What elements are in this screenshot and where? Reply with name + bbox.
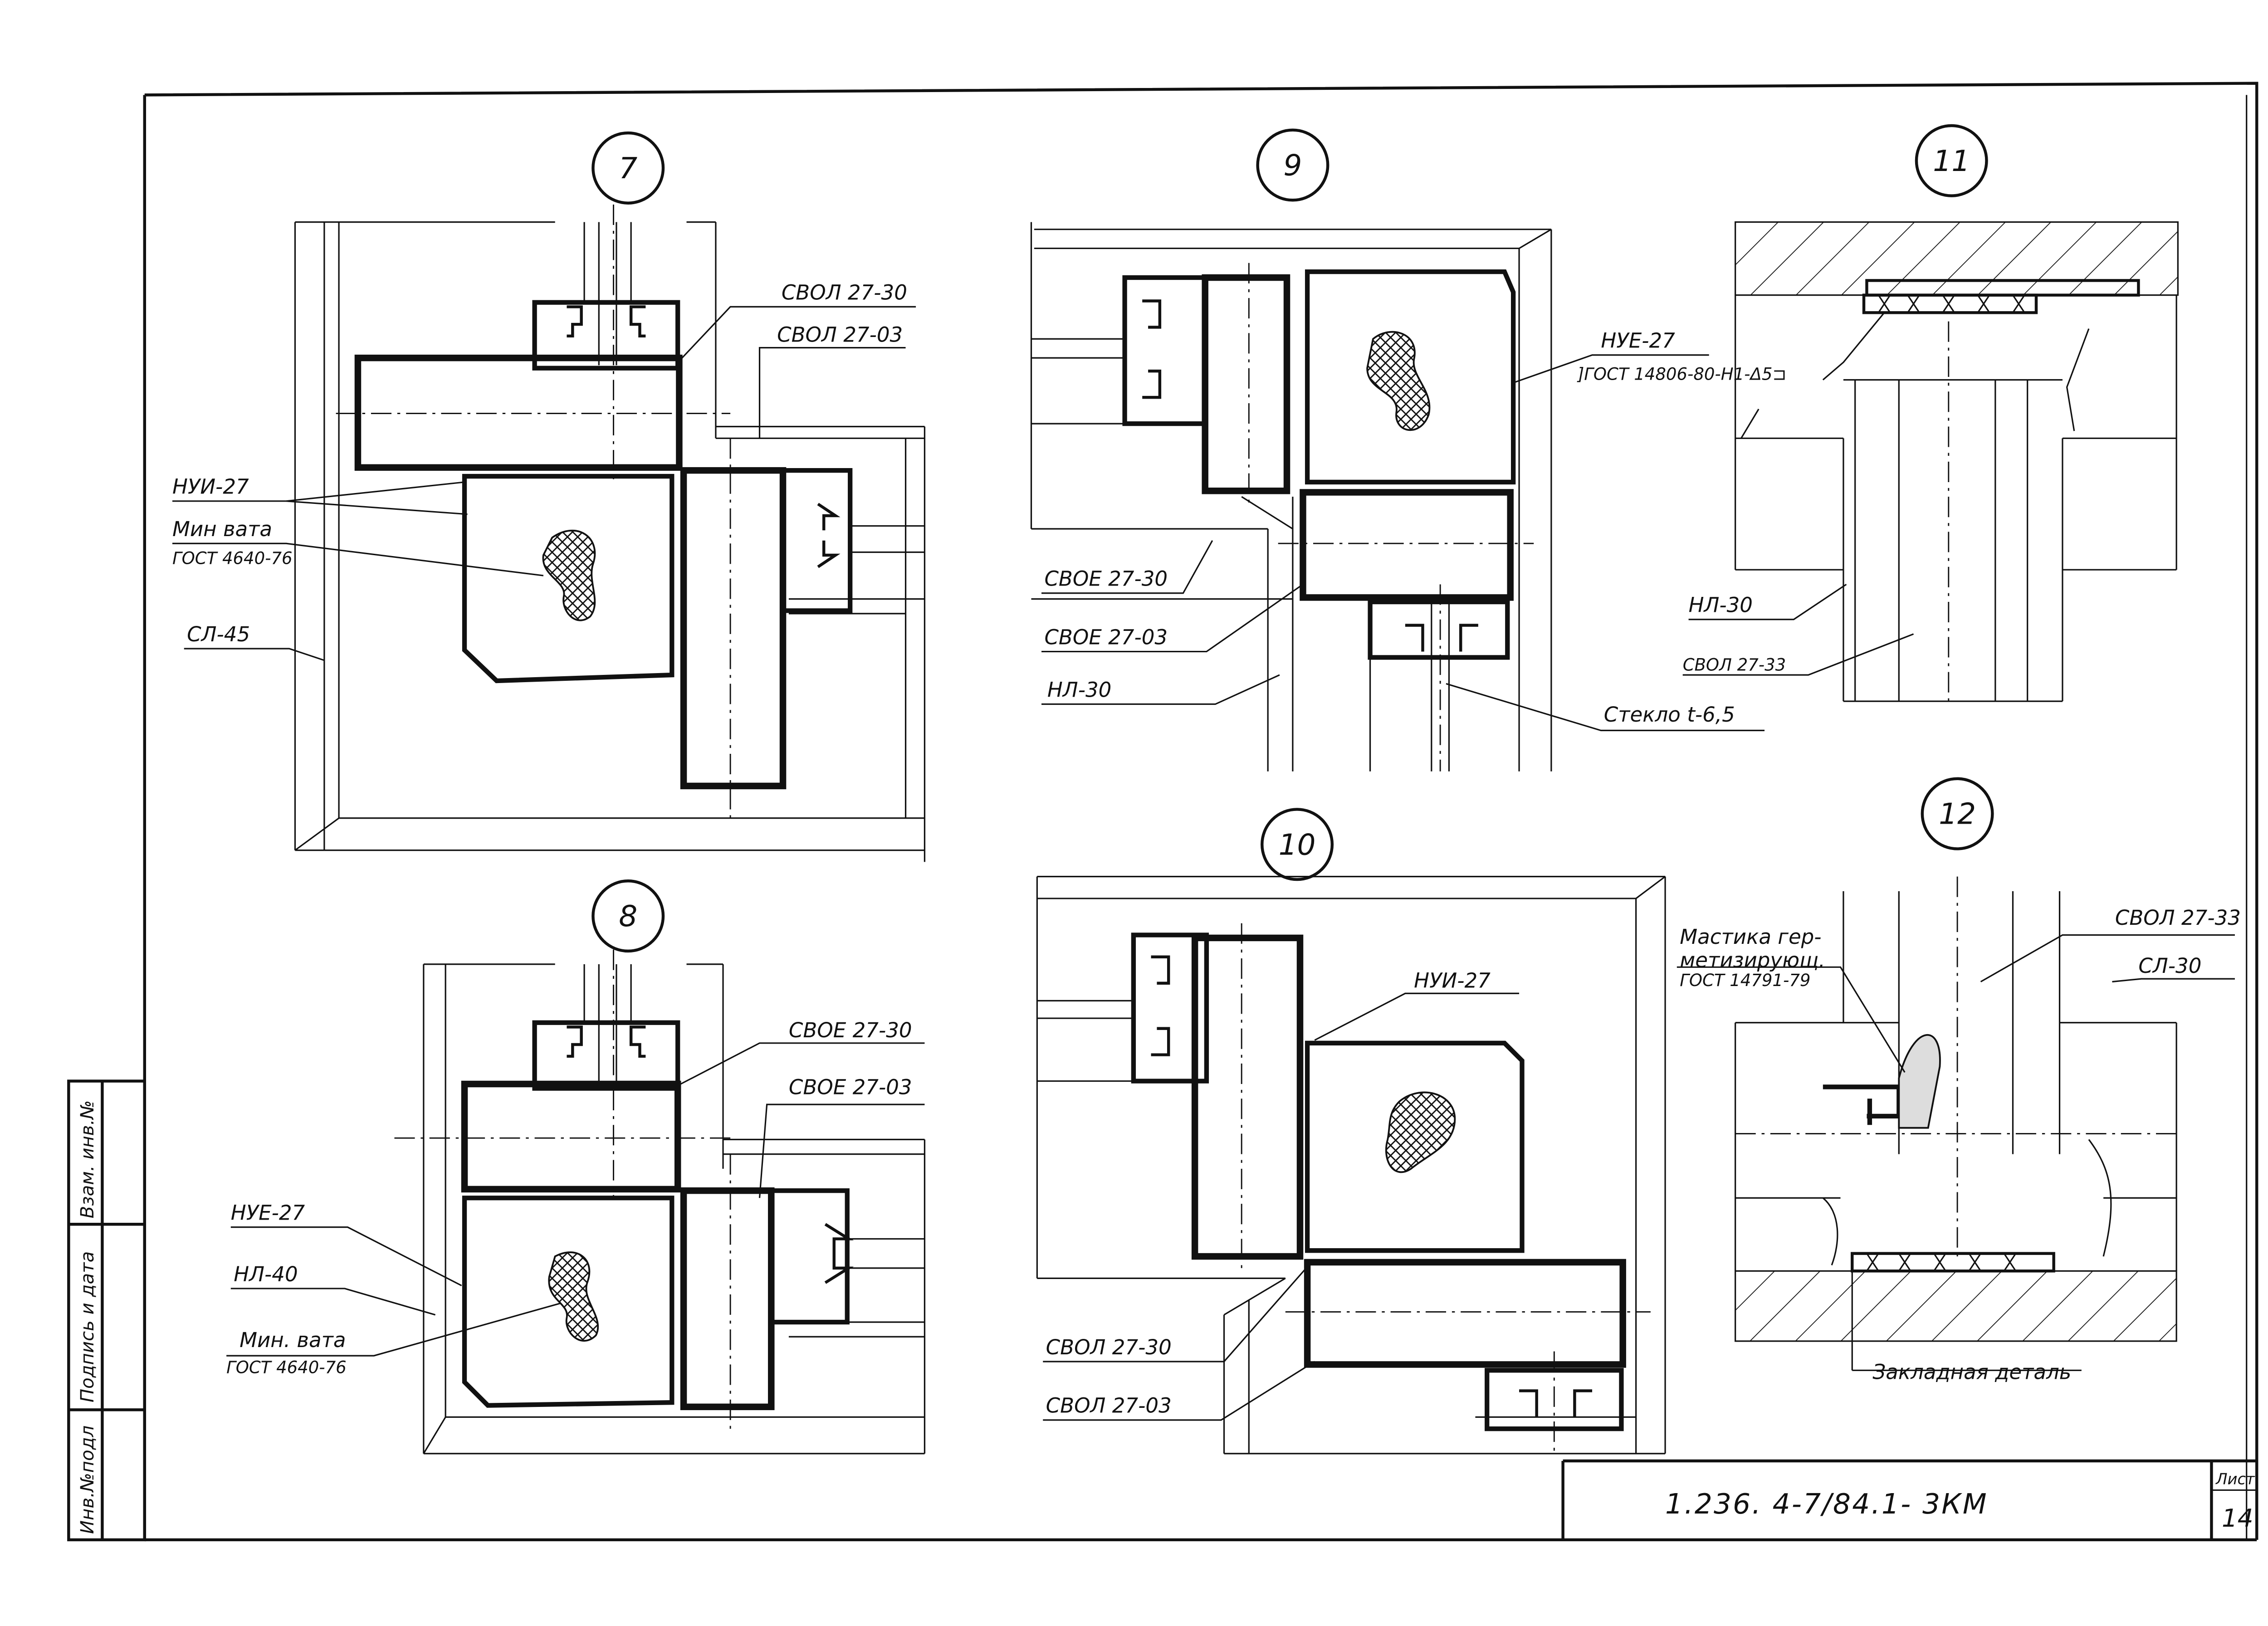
detail-8: 8 xyxy=(226,879,926,1455)
d8-label-gost-4640: ГОСТ 4640-76 xyxy=(226,1358,347,1377)
detail-9-number: 9 xyxy=(1283,149,1302,183)
d7-label-nui-27: НУИ-27 xyxy=(172,475,249,499)
detail-9-post xyxy=(1202,274,1290,494)
stamp-replaced-inv: Взам. инв.№ xyxy=(77,1100,98,1219)
detail-11: 11 ]ГОСТ 14806-80-Н1-Δ5⊐ НЛ-30 xyxy=(1577,124,2179,702)
detail-10-number: 10 xyxy=(1279,828,1316,862)
d10-label-svol-27-30: СВОЛ 27-30 xyxy=(1046,1335,1172,1359)
detail-9-glazing-left xyxy=(1031,275,1207,426)
detail-10-glazing-bottom xyxy=(1485,1351,1624,1454)
d12-label-mastic-1: Мастика гер- xyxy=(1680,925,1821,949)
detail-8-glazing-side xyxy=(769,1188,925,1325)
detail-10-glazing-left xyxy=(1037,933,1209,1084)
detail-8-glazing-top xyxy=(532,964,680,1091)
d12-label-embedded: Закладная деталь xyxy=(1872,1360,2071,1384)
detail-8-marker xyxy=(591,879,665,953)
sheet-label: Лист xyxy=(2215,1470,2255,1488)
d9-label-nue-27: НУЕ-27 xyxy=(1601,329,1675,353)
d7-label-gost-4640: ГОСТ 4640-76 xyxy=(172,548,293,568)
detail-8-jamb xyxy=(423,963,926,1455)
detail-9-insulated-profile xyxy=(1305,269,1516,485)
d11-label-nl-30: НЛ-30 xyxy=(1689,593,1753,617)
detail-7-rail xyxy=(354,354,683,471)
d12-label-mastic-2: метизирующ. xyxy=(1680,948,1825,972)
detail-10-insulated-profile xyxy=(1305,1040,1525,1253)
d7-label-svol-27-03: СВОЛ 27-03 xyxy=(777,323,903,347)
detail-7-insulated-profile xyxy=(462,474,675,684)
detail-9-rail xyxy=(1300,489,1514,601)
d8-label-nue-27: НУЕ-27 xyxy=(231,1201,305,1225)
detail-7: 7 xyxy=(172,131,926,862)
d9-label-glass: Стекло t-6,5 xyxy=(1604,703,1735,727)
detail-9-glazing-bottom xyxy=(1368,584,1510,771)
detail-10-marker xyxy=(1261,808,1334,881)
side-stamp: Взам. инв.№ Подпись и дата Инв.№подл xyxy=(67,1079,147,1542)
d10-label-nui-27: НУИ-27 xyxy=(1414,968,1491,992)
detail-10-rail xyxy=(1304,1259,1626,1368)
detail-12-structure xyxy=(1735,876,2177,1273)
detail-11-concrete xyxy=(1735,221,2179,296)
d8-label-svoe-27-30: СВОЕ 27-30 xyxy=(789,1018,912,1042)
detail-7-glazing-top xyxy=(532,222,680,371)
detail-7-number: 7 xyxy=(619,151,637,186)
d11-label-gost-14806: ]ГОСТ 14806-80-Н1-Δ5⊐ xyxy=(1577,364,1787,384)
detail-7-post xyxy=(680,467,787,790)
detail-12-number: 12 xyxy=(1939,797,1976,831)
detail-8-post xyxy=(680,1187,775,1411)
d7-label-min-vata: Мин вата xyxy=(172,517,272,541)
d9-label-nl-30: НЛ-30 xyxy=(1047,678,1111,702)
detail-8-min-wool xyxy=(548,1251,599,1342)
detail-9: 9 xyxy=(1030,128,1765,771)
d8-label-nl-40: НЛ-40 xyxy=(234,1262,298,1286)
detail-7-glazing-side xyxy=(780,468,925,613)
detail-10-min-wool xyxy=(1385,1091,1456,1173)
detail-11-marker xyxy=(1915,124,1988,197)
d10-label-svol-27-03: СВОЛ 27-03 xyxy=(1046,1394,1172,1418)
d12-label-sl-30: СЛ-30 xyxy=(2138,954,2201,978)
detail-10: 10 xyxy=(1036,808,1666,1455)
detail-8-number: 8 xyxy=(619,899,637,933)
stamp-signature-date: Подпись и дата xyxy=(77,1251,98,1402)
detail-7-jamb xyxy=(294,221,926,862)
drawing-code: 1.236. 4-7/84.1- 3КМ xyxy=(1665,1488,1988,1520)
stamp-inv-original: Инв.№подл xyxy=(77,1426,98,1534)
d7-label-svol-27-30: СВОЛ 27-30 xyxy=(782,280,907,304)
d9-label-svoe-27-30: СВОЕ 27-30 xyxy=(1044,567,1168,591)
detail-7-marker xyxy=(591,131,665,205)
detail-8-rail xyxy=(461,1080,681,1193)
d12-label-svol-27-33: СВОЛ 27-33 xyxy=(2115,906,2241,930)
detail-9-min-wool xyxy=(1366,331,1431,431)
d7-label-sl-45: СЛ-45 xyxy=(187,622,250,646)
d8-label-svoe-27-03: СВОЕ 27-03 xyxy=(789,1075,912,1099)
detail-11-structure xyxy=(1735,279,2177,702)
detail-11-number: 11 xyxy=(1933,144,1970,178)
detail-7-min-wool xyxy=(542,529,596,621)
detail-12: 12 Мастика гер- метизирующ. ГОСТ 14791- xyxy=(1677,777,2241,1384)
d11-label-svol-27-33: СВОЛ 27-33 xyxy=(1683,655,1786,674)
detail-10-jamb xyxy=(1036,876,1666,1455)
title-block: 1.236. 4-7/84.1- 3КМ Лист 14 xyxy=(1561,1459,2257,1540)
detail-12-concrete xyxy=(1735,1270,2177,1342)
d12-label-gost-14791: ГОСТ 14791-79 xyxy=(1680,971,1810,990)
sheet-number: 14 xyxy=(2222,1504,2253,1533)
detail-10-post xyxy=(1191,934,1304,1260)
detail-8-insulated-profile xyxy=(462,1196,675,1408)
detail-12-marker xyxy=(1921,777,1994,850)
d8-label-min-vata: Мин. вата xyxy=(240,1328,346,1352)
d9-label-svoe-27-03: СВОЕ 27-03 xyxy=(1044,625,1168,649)
detail-9-marker xyxy=(1256,128,1330,202)
